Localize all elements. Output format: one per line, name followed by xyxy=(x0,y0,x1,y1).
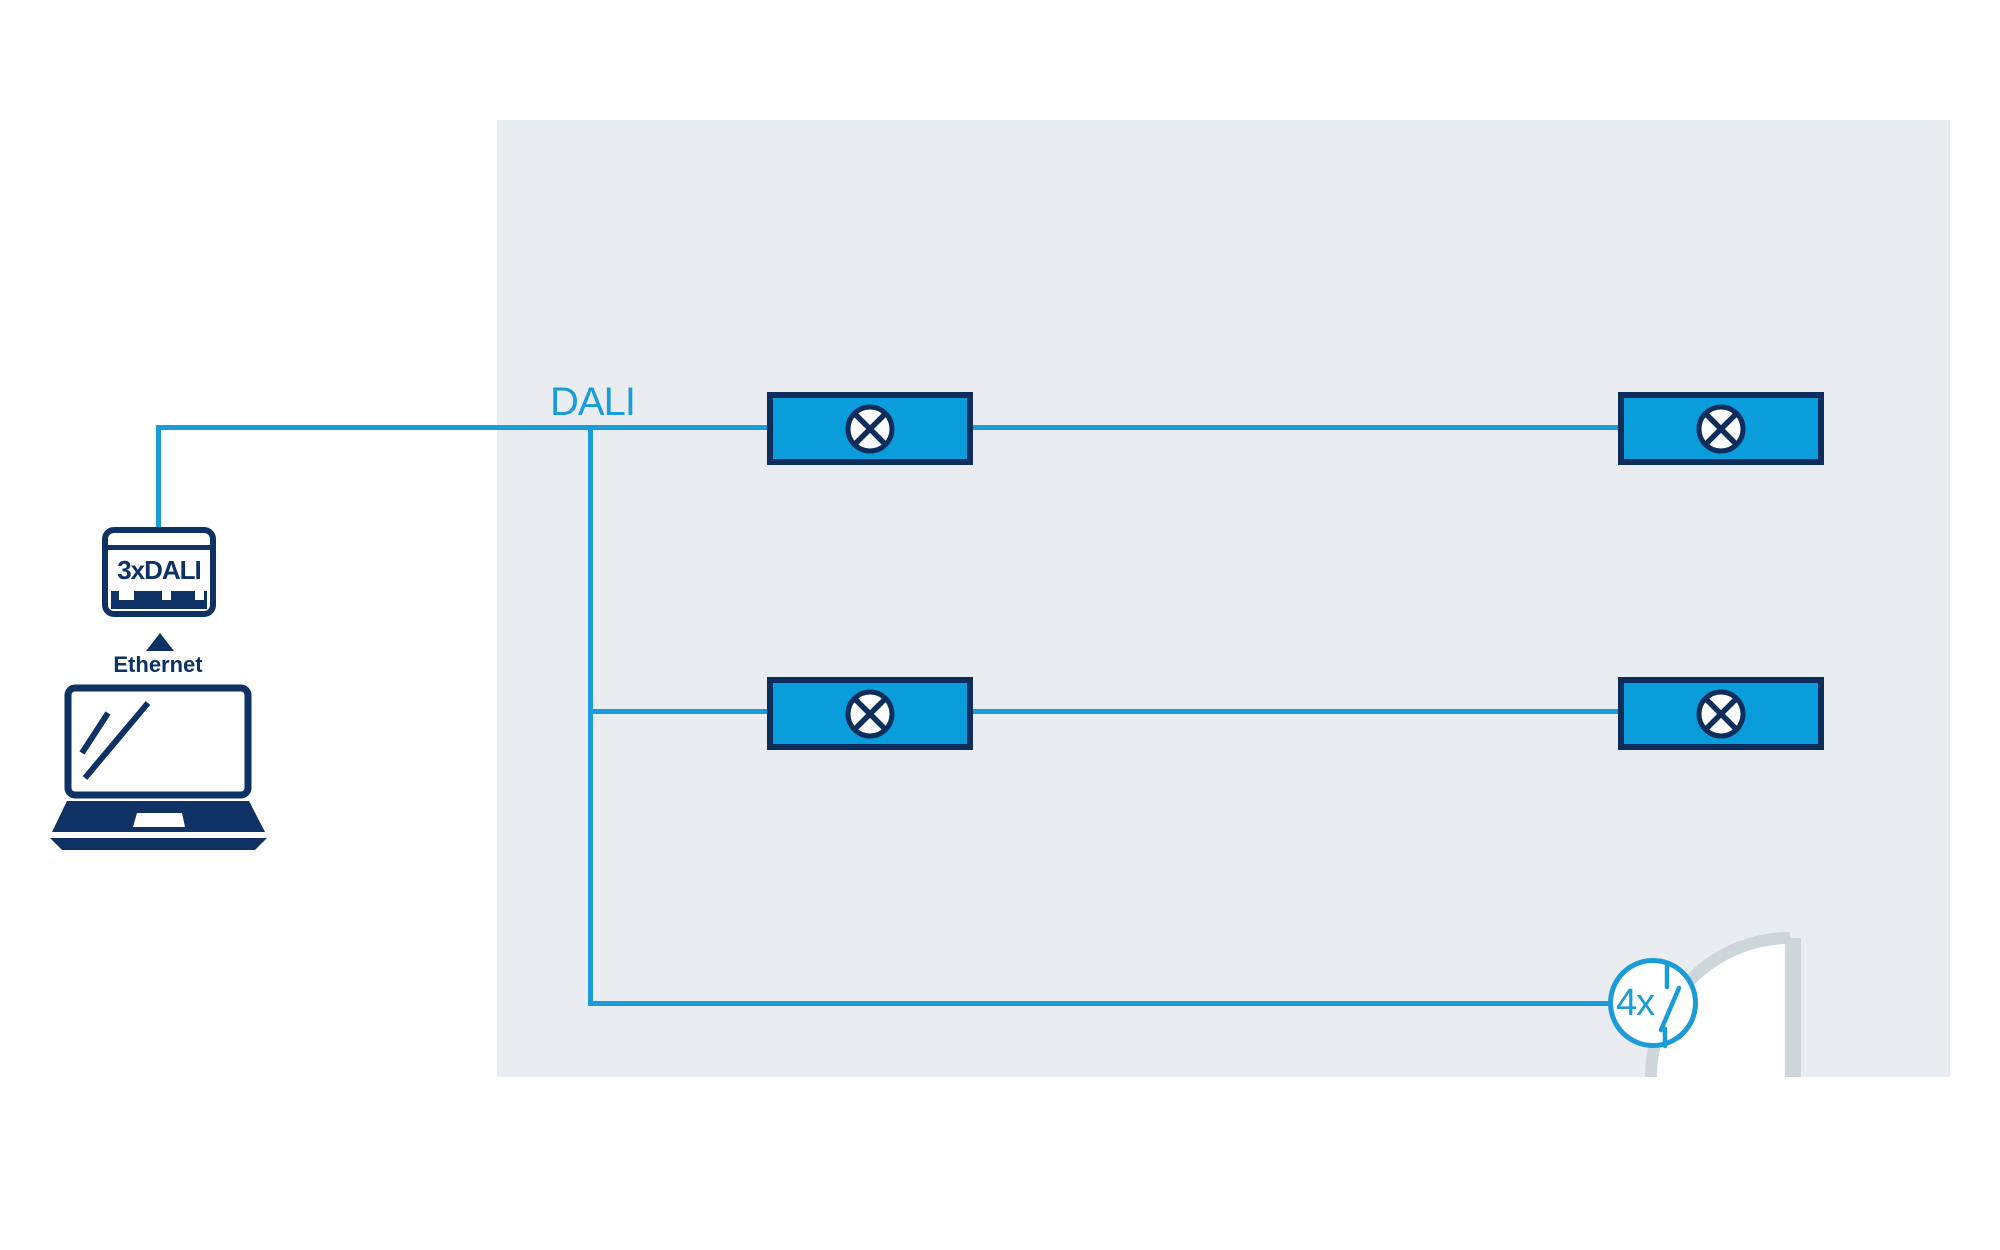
dali-bus-label: DALI xyxy=(550,380,636,424)
lamp-icon xyxy=(1696,689,1746,738)
dali-bus-line-switch xyxy=(588,1001,1612,1006)
luminaire xyxy=(767,677,973,750)
gateway-label: 3xDALI xyxy=(117,555,202,585)
luminaire xyxy=(1618,392,1824,465)
switch-icon xyxy=(1608,958,1698,1049)
room-floorplan xyxy=(497,120,1950,1077)
dali-bus-line-gateway-drop xyxy=(156,425,161,529)
luminaire xyxy=(1618,677,1824,750)
wall-switch: 4x xyxy=(1603,953,1703,1053)
lamp-icon xyxy=(845,404,895,453)
dali-gateway-device: 3xDALI xyxy=(102,527,216,617)
switch-count-label: 4x xyxy=(1616,982,1655,1024)
luminaire xyxy=(767,392,973,465)
dali-bus-line-trunk xyxy=(588,425,593,1006)
dali-bus-line-row1 xyxy=(973,425,1618,430)
ethernet-arrow-icon xyxy=(146,633,174,651)
dali-bus-line-row2 xyxy=(973,709,1618,714)
dali-bus-line-row2-branch xyxy=(588,709,767,714)
gateway-top-band xyxy=(108,533,210,550)
lamp-icon xyxy=(1696,404,1746,453)
gateway-terminals-icon xyxy=(111,591,207,609)
ethernet-label: Ethernet xyxy=(113,652,203,677)
laptop-icon xyxy=(50,684,267,850)
lamp-icon xyxy=(845,689,895,738)
dali-bus-line-top xyxy=(156,425,767,430)
